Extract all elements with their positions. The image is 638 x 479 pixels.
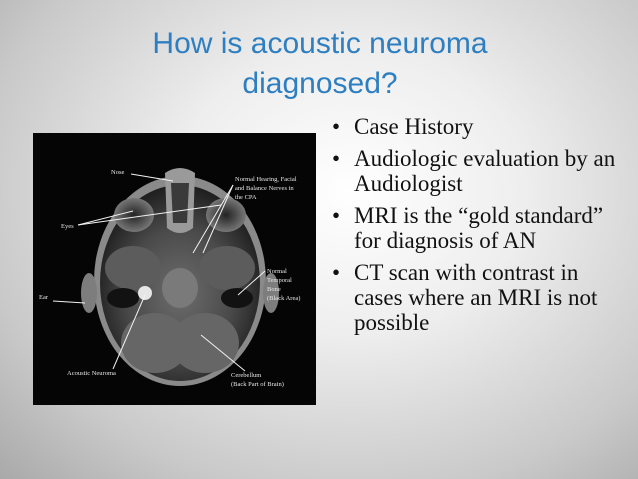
cerebellum-left — [121, 313, 189, 373]
slide-title: How is acoustic neuroma diagnosed? — [60, 24, 580, 104]
mri-brain-illustration: Nose Normal Hearing, Facial and Balance … — [33, 133, 316, 405]
bullet-item: • MRI is the “gold standard” for diagnosi… — [330, 203, 625, 253]
slide-title-line-1: How is acoustic neuroma — [152, 27, 488, 60]
bullet-item: • Audiologic evaluation by an Audiologist — [330, 146, 625, 196]
left-temporal-lobe — [105, 246, 161, 290]
label-cerebellum-line-2: (Back Part of Brain) — [231, 381, 284, 388]
label-nerves-line-3: the CPA — [235, 194, 257, 201]
label-cerebellum-line-1: Cerebellum — [231, 372, 261, 379]
label-ear: Ear — [39, 294, 49, 301]
bullet-text: Case History — [354, 114, 474, 139]
bullet-list: • Case History • Audiologic evaluation by … — [330, 114, 625, 342]
label-temporal-line-2: Temporal — [267, 277, 292, 284]
label-pointer-lines — [52, 173, 266, 372]
bullet-text: Audiologic evaluation by an Audiologist — [354, 146, 616, 196]
label-temporal-line-3: Bone — [267, 286, 281, 293]
left-temporal-bone — [107, 288, 139, 308]
acoustic-neuroma-spot — [138, 286, 152, 300]
label-nerves-line-1: Normal Hearing, Facial — [235, 176, 297, 183]
brainstem — [162, 268, 198, 308]
bullet-dot: • — [332, 203, 341, 228]
right-temporal-lobe — [199, 246, 255, 290]
bullet-text: CT scan with contrast in cases where an … — [354, 260, 598, 335]
left-ear — [81, 273, 97, 313]
slide-title-line-2: diagnosed? — [242, 67, 398, 100]
right-ear — [263, 273, 279, 313]
label-nose: Nose — [111, 169, 124, 176]
bullet-text: MRI is the “gold standard” for diagnosis… — [354, 203, 604, 253]
mri-brain-image: Nose Normal Hearing, Facial and Balance … — [33, 133, 316, 405]
label-nerves-line-2: and Balance Nerves in — [235, 185, 294, 192]
bullet-dot: • — [332, 260, 341, 285]
label-temporal-line-1: Normal — [267, 268, 287, 275]
label-eyes: Eyes — [61, 223, 74, 230]
left-eye — [114, 198, 154, 232]
right-temporal-bone — [221, 288, 253, 308]
bullet-item: • Case History — [330, 114, 625, 139]
label-temporal-line-4: (Black Area) — [267, 295, 300, 302]
bullet-dot: • — [332, 146, 341, 171]
nasal-cavity — [171, 183, 189, 223]
cerebellum-right — [171, 313, 239, 373]
bullet-item: • CT scan with contrast in cases where an… — [330, 260, 625, 335]
right-eye — [206, 198, 246, 232]
bullet-dot: • — [332, 114, 341, 139]
label-acoustic-neuroma: Acoustic Neuroma — [67, 370, 116, 377]
